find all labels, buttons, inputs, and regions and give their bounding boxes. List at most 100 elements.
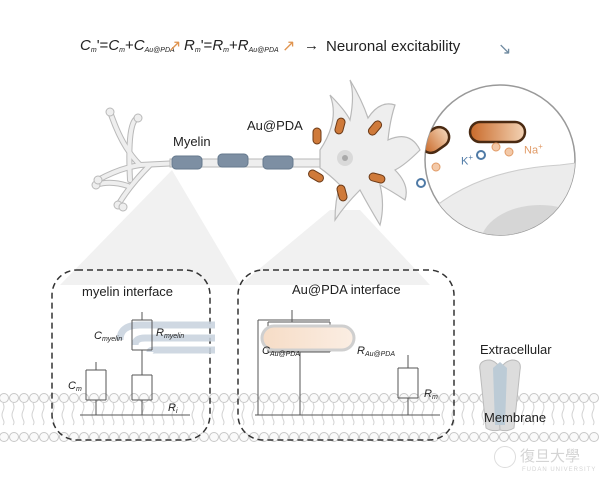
k-ions bbox=[416, 150, 486, 188]
lipid-head bbox=[289, 393, 299, 403]
lipid-head bbox=[199, 432, 209, 442]
lipid-tail bbox=[431, 402, 435, 426]
nanoparticle-capsule bbox=[260, 324, 356, 352]
r-aupda-label: RAu@PDA bbox=[357, 345, 395, 358]
lipid-head bbox=[259, 393, 269, 403]
lipid-head bbox=[199, 393, 209, 403]
lipid-tail bbox=[251, 402, 255, 426]
sub: m bbox=[75, 386, 82, 393]
lipid-head bbox=[189, 393, 199, 403]
lipid-head bbox=[209, 393, 219, 403]
k-charge: + bbox=[468, 153, 474, 162]
lipid-tail bbox=[551, 402, 555, 426]
lipid-tail bbox=[361, 402, 365, 426]
ion-channel bbox=[479, 359, 521, 432]
lipid-head bbox=[19, 432, 29, 442]
lipid-head bbox=[559, 393, 569, 403]
eq-sub: Au@PDA bbox=[144, 47, 175, 54]
ri-label: Ri bbox=[168, 402, 178, 415]
implies-arrow-icon: → bbox=[304, 37, 319, 54]
lipid-tail bbox=[461, 402, 465, 426]
c-aupda-label: CAu@PDA bbox=[262, 345, 300, 358]
lipid-head bbox=[239, 432, 249, 442]
eq-symbol: C bbox=[80, 37, 91, 54]
lipid-head bbox=[379, 393, 389, 403]
sym: R bbox=[357, 345, 365, 357]
lipid-head bbox=[539, 432, 549, 442]
lipid-head bbox=[29, 432, 39, 442]
aupda-interface-panel bbox=[237, 269, 455, 441]
lipid-tail bbox=[41, 402, 45, 426]
lipid-tail bbox=[391, 402, 395, 426]
eq-op: '= bbox=[200, 37, 213, 54]
myelin-segment bbox=[262, 155, 294, 170]
myelin-interface-panel bbox=[51, 269, 211, 441]
lipid-head bbox=[469, 393, 479, 403]
lipid-tail bbox=[111, 402, 115, 426]
sym: C bbox=[94, 330, 102, 342]
sym: R bbox=[424, 388, 432, 400]
nanoparticle bbox=[334, 117, 346, 135]
lipid-head bbox=[179, 393, 189, 403]
lipid-head bbox=[469, 432, 479, 442]
lipid-head bbox=[169, 393, 179, 403]
lipid-head bbox=[459, 432, 469, 442]
lipid-tail bbox=[21, 402, 25, 426]
lipid-head bbox=[279, 393, 289, 403]
lipid-head bbox=[9, 432, 19, 442]
aupda-label: Au@PDA bbox=[247, 118, 303, 133]
lipid-tail bbox=[591, 402, 595, 426]
lipid-tail bbox=[411, 402, 415, 426]
myelin-segment bbox=[171, 155, 203, 170]
lipid-head bbox=[109, 393, 119, 403]
lipid-head bbox=[329, 393, 339, 403]
lipid-tail bbox=[231, 402, 235, 426]
lipid-head bbox=[589, 393, 599, 403]
lipid-tail bbox=[151, 402, 155, 426]
sub: m bbox=[431, 394, 438, 401]
lipid-head bbox=[49, 432, 59, 442]
lipid-tail bbox=[441, 402, 445, 426]
nanoparticle bbox=[308, 169, 324, 183]
eq-symbol: C bbox=[133, 37, 145, 54]
lipid-head bbox=[39, 393, 49, 403]
lipid-head bbox=[569, 432, 579, 442]
nanoparticle-large bbox=[468, 120, 527, 144]
myelin-interface-title: myelin interface bbox=[82, 284, 174, 299]
lipid-head bbox=[369, 393, 379, 403]
lipid-head bbox=[79, 393, 89, 403]
projection-cones bbox=[60, 170, 430, 285]
na-ion bbox=[491, 142, 501, 152]
sym: C bbox=[68, 380, 76, 392]
eq-symbol: R bbox=[212, 37, 224, 54]
lipid-head bbox=[229, 393, 239, 403]
soma bbox=[319, 79, 421, 227]
lipid-head bbox=[159, 393, 169, 403]
eq-op: '= bbox=[96, 37, 109, 54]
nanoparticle bbox=[368, 172, 386, 184]
lipid-head bbox=[519, 432, 529, 442]
lipid-head bbox=[549, 393, 559, 403]
lipid-tail bbox=[291, 402, 295, 426]
nanoparticle bbox=[336, 184, 348, 202]
lipid-head bbox=[579, 432, 589, 442]
lipid-head bbox=[389, 393, 399, 403]
sub: i bbox=[175, 408, 178, 415]
lipid-head bbox=[499, 432, 509, 442]
lipid-tail bbox=[281, 402, 285, 426]
lipid-head bbox=[269, 393, 279, 403]
lipid-tail bbox=[181, 402, 185, 426]
lipid-head bbox=[429, 393, 439, 403]
k-ion bbox=[416, 178, 426, 188]
sub: Au@PDA bbox=[364, 351, 396, 358]
lipid-tail bbox=[561, 402, 565, 426]
na-ion bbox=[431, 162, 441, 172]
lipid-tail bbox=[71, 402, 75, 426]
lipid-tail bbox=[191, 402, 195, 426]
c-myelin-label: Cmyelin bbox=[94, 330, 122, 343]
equation-resistance: Rm'=Rm+RAu@PDA bbox=[184, 37, 279, 54]
extracellular-label: Extracellular bbox=[480, 342, 552, 357]
sub: Au@PDA bbox=[269, 351, 301, 358]
lipid-tail bbox=[131, 402, 135, 426]
